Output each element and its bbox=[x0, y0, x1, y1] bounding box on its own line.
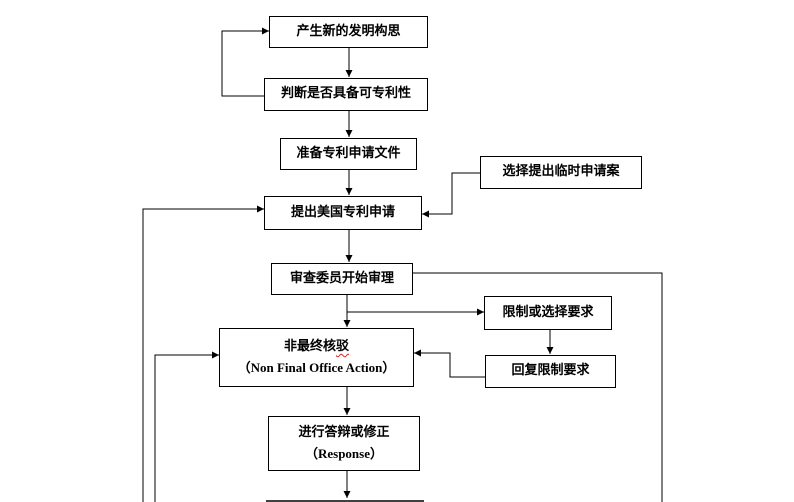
node-examination-start-label: 审查委员开始审理 bbox=[289, 270, 394, 286]
node-response-sub: （Response） bbox=[304, 446, 383, 461]
arrow-inner-left-return-to-nonfinal bbox=[154, 351, 219, 502]
node-examination-start: 审查委员开始审理 bbox=[271, 263, 413, 295]
non-final-marked-char: 驳 bbox=[336, 338, 350, 354]
node-file-us-application: 提出美国专利申请 bbox=[264, 196, 422, 230]
non-final-main-text: 非最终核 bbox=[283, 338, 336, 354]
node-judge-patentability: 判断是否具备可专利性 bbox=[264, 78, 428, 111]
node-provisional-application-label: 选择提出临时申请案 bbox=[502, 164, 620, 180]
node-restriction-requirement-label: 限制或选择要求 bbox=[502, 304, 594, 320]
node-judge-patentability-label: 判断是否具备可专利性 bbox=[280, 86, 411, 102]
node-restriction-requirement: 限制或选择要求 bbox=[484, 296, 612, 330]
arrow-provisional-to-file bbox=[422, 172, 480, 218]
arrow-reply-to-nonfinal bbox=[414, 349, 485, 378]
node-new-idea-label: 产生新的发明构思 bbox=[296, 23, 401, 39]
node-file-us-application-label: 提出美国专利申请 bbox=[290, 204, 395, 220]
node-response-label: 进行答辩或修正 bbox=[298, 424, 390, 440]
node-response: 进行答辩或修正 （Response） bbox=[268, 416, 420, 471]
arrow-judge-loop-to-idea bbox=[221, 27, 269, 97]
node-prepare-application-label: 准备专利申请文件 bbox=[296, 145, 401, 161]
node-reply-restriction: 回复限制要求 bbox=[485, 355, 616, 388]
node-provisional-application: 选择提出临时申请案 bbox=[480, 156, 642, 189]
line-exam-right-branch bbox=[413, 272, 663, 502]
node-new-idea: 产生新的发明构思 bbox=[269, 16, 428, 48]
node-non-final-office-action-label: 非最终核驳 bbox=[284, 339, 349, 355]
arrow-left-return-to-file bbox=[142, 205, 264, 502]
node-prepare-application: 准备专利申请文件 bbox=[280, 138, 417, 170]
node-non-final-office-action: 非最终核驳 （Non Final Office Action） bbox=[219, 328, 414, 387]
node-reply-restriction-label: 回复限制要求 bbox=[511, 363, 590, 379]
node-non-final-office-action-sub: （Non Final Office Action） bbox=[237, 360, 396, 375]
